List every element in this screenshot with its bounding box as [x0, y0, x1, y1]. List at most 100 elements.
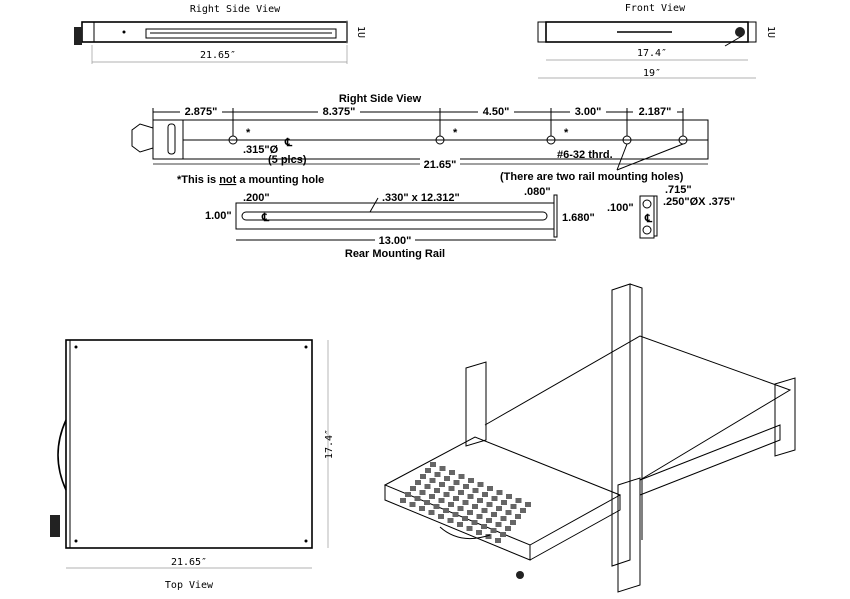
key — [505, 510, 512, 515]
key — [472, 504, 478, 509]
front-inner-width: 17.4″ — [637, 48, 667, 59]
mounting-note: *This is not a mounting hole — [177, 174, 324, 186]
key — [496, 490, 503, 495]
key — [486, 518, 492, 523]
lock-icon — [735, 27, 745, 37]
front-outer-width: 19″ — [643, 68, 661, 79]
key — [429, 494, 435, 499]
small-side-title: Right Side View — [190, 4, 281, 15]
key — [476, 514, 483, 519]
key — [467, 494, 474, 499]
key — [453, 480, 460, 485]
front-view: Front View 1U 17.4″ 19″ — [537, 3, 776, 79]
key — [428, 510, 435, 515]
key — [495, 522, 502, 527]
key — [500, 532, 506, 537]
key — [419, 490, 426, 495]
key — [467, 510, 473, 515]
key — [434, 488, 440, 493]
key — [495, 538, 501, 543]
front-height: 1U — [765, 26, 776, 38]
rail-end-width: .715" — [665, 184, 692, 196]
dim-1: 2.875" — [185, 106, 218, 118]
key — [415, 480, 421, 485]
key — [491, 496, 498, 501]
dim-5: 2.187" — [639, 106, 672, 118]
key — [490, 528, 497, 533]
key — [485, 534, 492, 539]
key — [443, 492, 450, 497]
total-length: 21.65" — [424, 159, 457, 171]
rail-end-edge: .100" — [607, 202, 634, 214]
key — [452, 512, 459, 517]
lock-icon — [516, 571, 524, 579]
dim-2: 8.375" — [323, 106, 356, 118]
key — [515, 514, 521, 519]
key — [486, 502, 493, 507]
front-title: Front View — [625, 3, 686, 14]
key — [457, 522, 463, 527]
key — [462, 500, 469, 505]
lock-icon — [74, 27, 82, 45]
thread-label: #6-32 thrd. — [557, 149, 613, 161]
key — [449, 470, 455, 475]
key — [457, 506, 464, 511]
side-height: 1U — [355, 26, 366, 38]
key — [463, 484, 469, 489]
rail-length: 13.00" — [379, 235, 412, 247]
key — [438, 514, 444, 519]
key — [447, 518, 454, 523]
key — [443, 508, 449, 513]
top-view-body — [65, 339, 313, 549]
key — [476, 530, 482, 535]
key — [433, 504, 440, 509]
key — [525, 502, 531, 507]
key — [472, 488, 479, 493]
isometric-rack-view — [383, 283, 796, 593]
keyboard-keys — [400, 462, 531, 543]
key — [414, 496, 421, 501]
key — [491, 512, 497, 517]
key — [400, 498, 406, 503]
key — [439, 466, 446, 471]
side-length: 21.65″ — [200, 50, 236, 61]
key — [458, 474, 465, 479]
key — [510, 504, 517, 509]
key — [448, 486, 455, 491]
key — [453, 496, 459, 501]
key — [462, 516, 468, 521]
detail-right-side-view: Right Side View 2.875" 8.375" 4.50" 3.00… — [131, 93, 709, 186]
key — [481, 508, 488, 513]
key — [434, 472, 441, 477]
key — [419, 506, 425, 511]
detail-side-title: Right Side View — [339, 93, 422, 105]
key — [501, 500, 507, 505]
key — [430, 462, 436, 467]
key — [510, 520, 516, 525]
key — [506, 494, 512, 499]
hole-count: (5 plcs) — [268, 154, 307, 166]
hole-diameter: .315"Ø — [243, 144, 279, 156]
key — [429, 478, 436, 483]
top-view: 17.4″ 21.65″ Top View — [50, 339, 335, 591]
key — [487, 486, 493, 491]
centerline-icon: ℄ — [284, 137, 293, 149]
small-right-side-view: Right Side View 1U 21.65″ — [74, 4, 366, 64]
rail-thickness: .080" — [524, 186, 551, 198]
top-width: 21.65″ — [171, 557, 207, 568]
key — [424, 484, 431, 489]
side-body — [81, 21, 348, 43]
handle-icon — [57, 419, 67, 491]
asterisk-2: * — [453, 127, 458, 139]
key — [409, 502, 416, 507]
rail-flange-height: 1.680" — [562, 212, 595, 224]
key — [515, 498, 522, 503]
rail-holes-note: (There are two rail mounting holes) — [500, 171, 684, 183]
front-body — [545, 21, 749, 43]
rail-offset: .200" — [243, 192, 270, 204]
key — [439, 482, 445, 487]
asterisk-3: * — [564, 127, 569, 139]
dim-3: 4.50" — [483, 106, 510, 118]
key — [471, 520, 478, 525]
